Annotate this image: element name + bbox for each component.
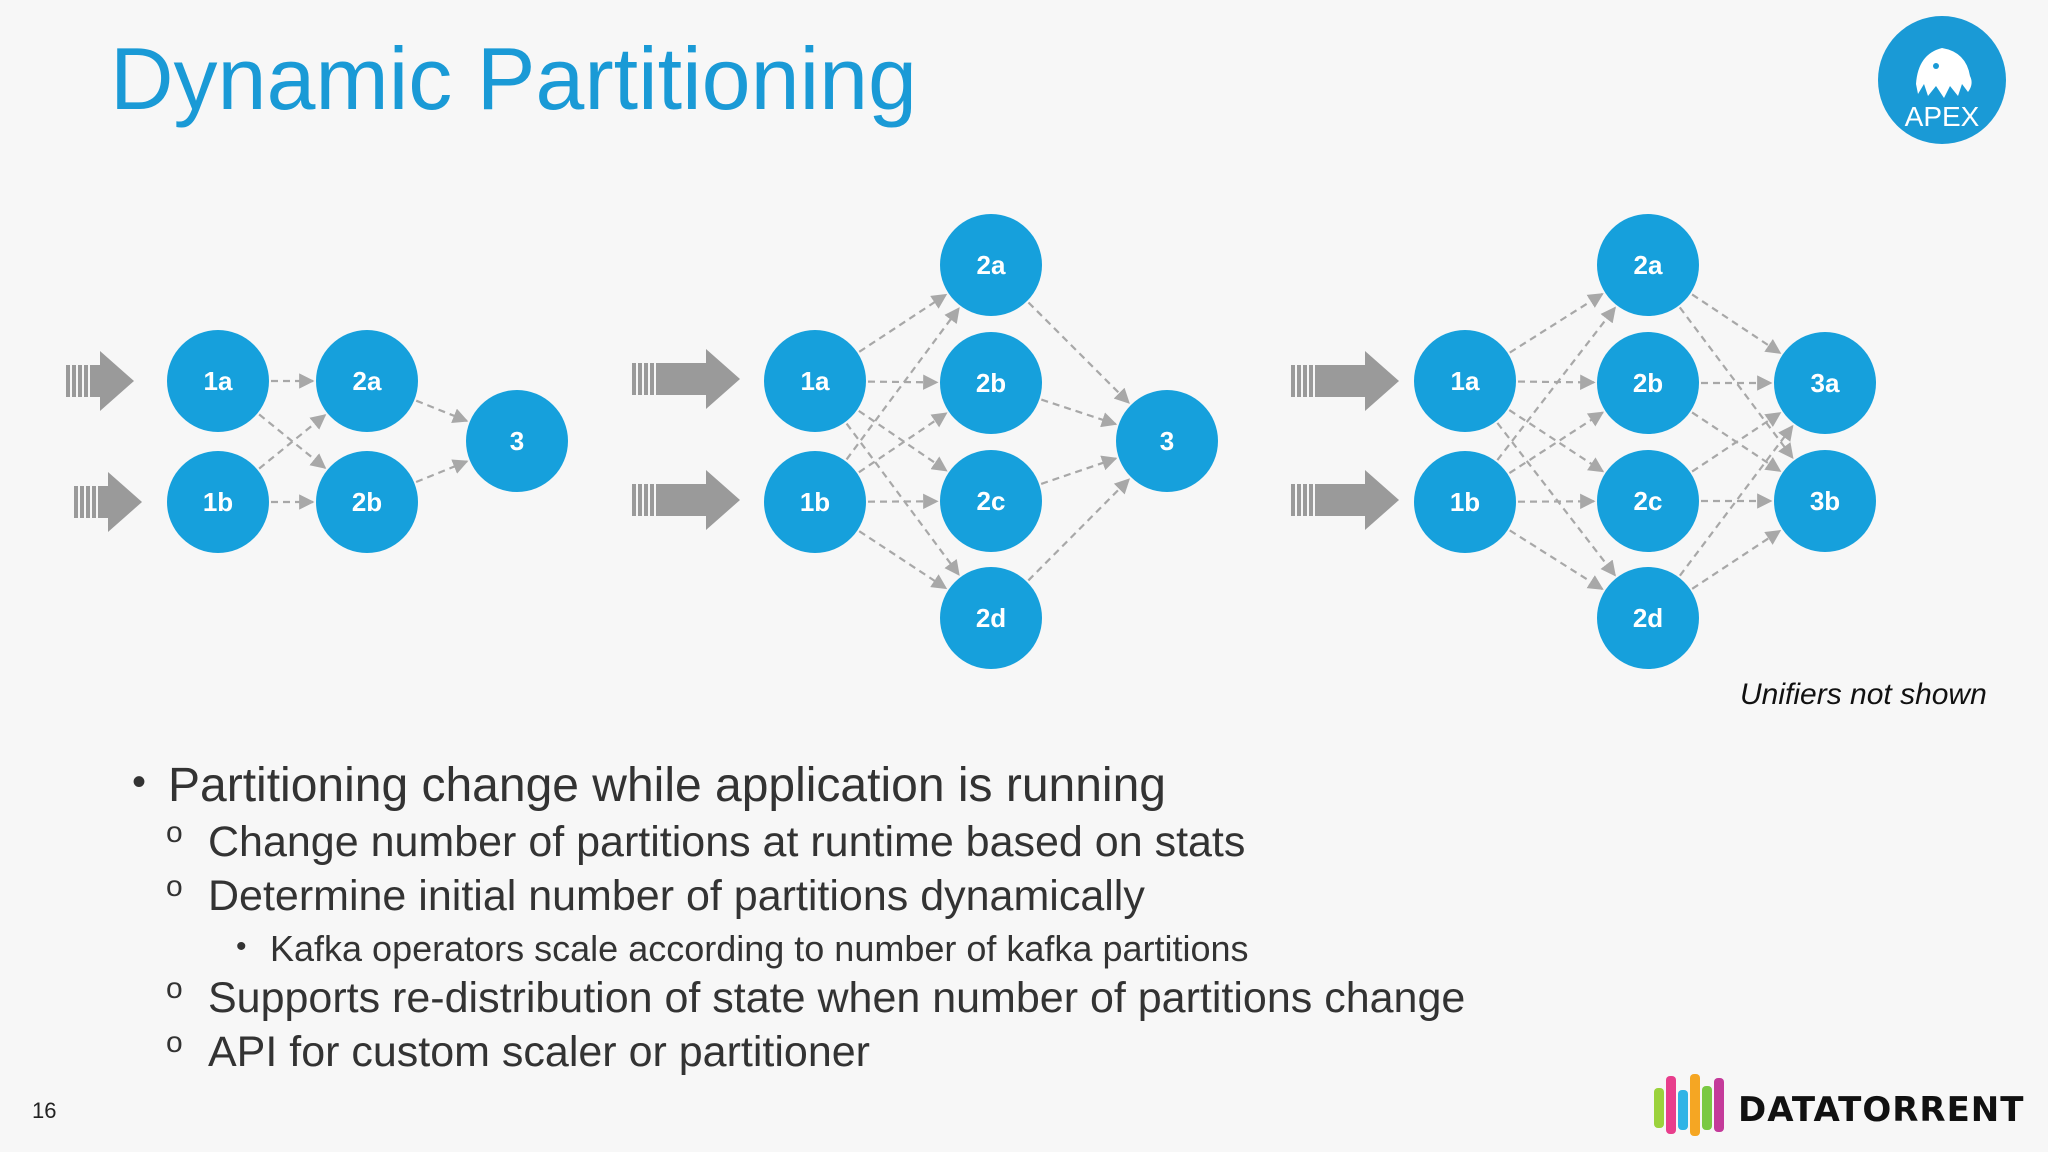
edge-2-1b-2b bbox=[858, 412, 948, 474]
node-label: 2a bbox=[1634, 250, 1663, 280]
edge-2-1b-2d bbox=[858, 530, 948, 590]
slide-title: Dynamic Partitioning bbox=[110, 29, 917, 128]
edge-3-2a-3b bbox=[1678, 306, 1794, 460]
datatorrent-logo bbox=[1654, 1074, 1724, 1136]
edge-3-1a-2d bbox=[1496, 422, 1616, 577]
node-label: 1b bbox=[203, 487, 233, 517]
node-2c: 2c bbox=[1597, 450, 1699, 552]
edge-3-1b-2b bbox=[1508, 411, 1605, 475]
node-3: 3 bbox=[1116, 390, 1218, 492]
node-label: 1b bbox=[1450, 487, 1480, 517]
edge-2-1a-2d bbox=[845, 422, 960, 576]
edge-1-2b-3 bbox=[415, 459, 469, 484]
edge-3-1a-2b bbox=[1517, 374, 1596, 390]
edge-3-2c-3a bbox=[1691, 412, 1782, 473]
datatorrent-logo-text: DATATORRENT bbox=[1738, 1090, 2025, 1130]
apex-logo: APEX bbox=[1878, 16, 2006, 144]
node-label: 1b bbox=[800, 487, 830, 517]
node-2c: 2c bbox=[940, 450, 1042, 552]
edge-2-1b-2a bbox=[845, 307, 960, 461]
node-label: 1a bbox=[1451, 366, 1480, 396]
input-arrow-icon bbox=[632, 349, 740, 409]
node-label: 3b bbox=[1810, 486, 1840, 516]
input-arrow-icon bbox=[74, 472, 142, 532]
page-number: 16 bbox=[32, 1098, 57, 1123]
node-2d: 2d bbox=[1597, 567, 1699, 669]
input-arrow-icon bbox=[66, 351, 134, 411]
node-label: 2b bbox=[976, 368, 1006, 398]
edge-3-1a-2c bbox=[1508, 409, 1605, 473]
node-label: 2d bbox=[976, 603, 1006, 633]
node-label: 2c bbox=[977, 486, 1006, 516]
edge-3-1b-2d bbox=[1509, 529, 1604, 591]
node-1b: 1b bbox=[167, 451, 269, 553]
node-3b: 3b bbox=[1774, 450, 1876, 552]
node-label: 2d bbox=[1633, 603, 1663, 633]
node-label: 3 bbox=[1160, 426, 1174, 456]
node-1a: 1a bbox=[764, 330, 866, 432]
node-label: 3 bbox=[510, 426, 524, 456]
node-1b: 1b bbox=[764, 451, 866, 553]
node-1b: 1b bbox=[1414, 451, 1516, 553]
edge-2-2a-3 bbox=[1027, 301, 1130, 404]
edge-3-2d-3b bbox=[1691, 529, 1782, 590]
node-2d: 2d bbox=[940, 567, 1042, 669]
edge-2-1a-2c bbox=[858, 409, 948, 472]
node-3: 3 bbox=[466, 390, 568, 492]
edge-2-2c-3 bbox=[1040, 455, 1118, 485]
unifiers-note: Unifiers not shown bbox=[1740, 678, 1987, 711]
edge-3-1b-2a bbox=[1496, 306, 1616, 461]
edge-2-2d-3 bbox=[1027, 478, 1131, 582]
apex-logo-text: APEX bbox=[1905, 101, 1980, 132]
node-3a: 3a bbox=[1774, 332, 1876, 434]
node-label: 3a bbox=[1811, 368, 1840, 398]
node-2a: 2a bbox=[1597, 214, 1699, 316]
node-label: 2a bbox=[353, 366, 382, 396]
node-2a: 2a bbox=[316, 330, 418, 432]
node-2b: 2b bbox=[316, 451, 418, 553]
edge-3-2a-3a bbox=[1691, 293, 1782, 354]
node-1a: 1a bbox=[167, 330, 269, 432]
edge-3-2d-3a bbox=[1679, 424, 1794, 577]
edge-2-1a-2b bbox=[867, 374, 939, 390]
edge-2-1a-2a bbox=[858, 293, 948, 353]
edge-1-2a-3 bbox=[415, 399, 469, 423]
input-arrow-icon bbox=[1291, 470, 1399, 530]
node-label: 2a bbox=[977, 250, 1006, 280]
node-2a: 2a bbox=[940, 214, 1042, 316]
node-label: 1a bbox=[204, 366, 233, 396]
node-2b: 2b bbox=[1597, 332, 1699, 434]
node-label: 2c bbox=[1634, 486, 1663, 516]
node-label: 1a bbox=[801, 366, 830, 396]
edge-3-1a-2a bbox=[1509, 292, 1604, 354]
edge-2-2b-3 bbox=[1040, 398, 1118, 428]
input-arrow-icon bbox=[632, 470, 740, 530]
node-label: 2b bbox=[352, 487, 382, 517]
node-label: 2b bbox=[1633, 368, 1663, 398]
node-1a: 1a bbox=[1414, 330, 1516, 432]
node-2b: 2b bbox=[940, 332, 1042, 434]
edge-1-1b-2a bbox=[258, 414, 327, 470]
input-arrow-icon bbox=[1291, 351, 1399, 411]
